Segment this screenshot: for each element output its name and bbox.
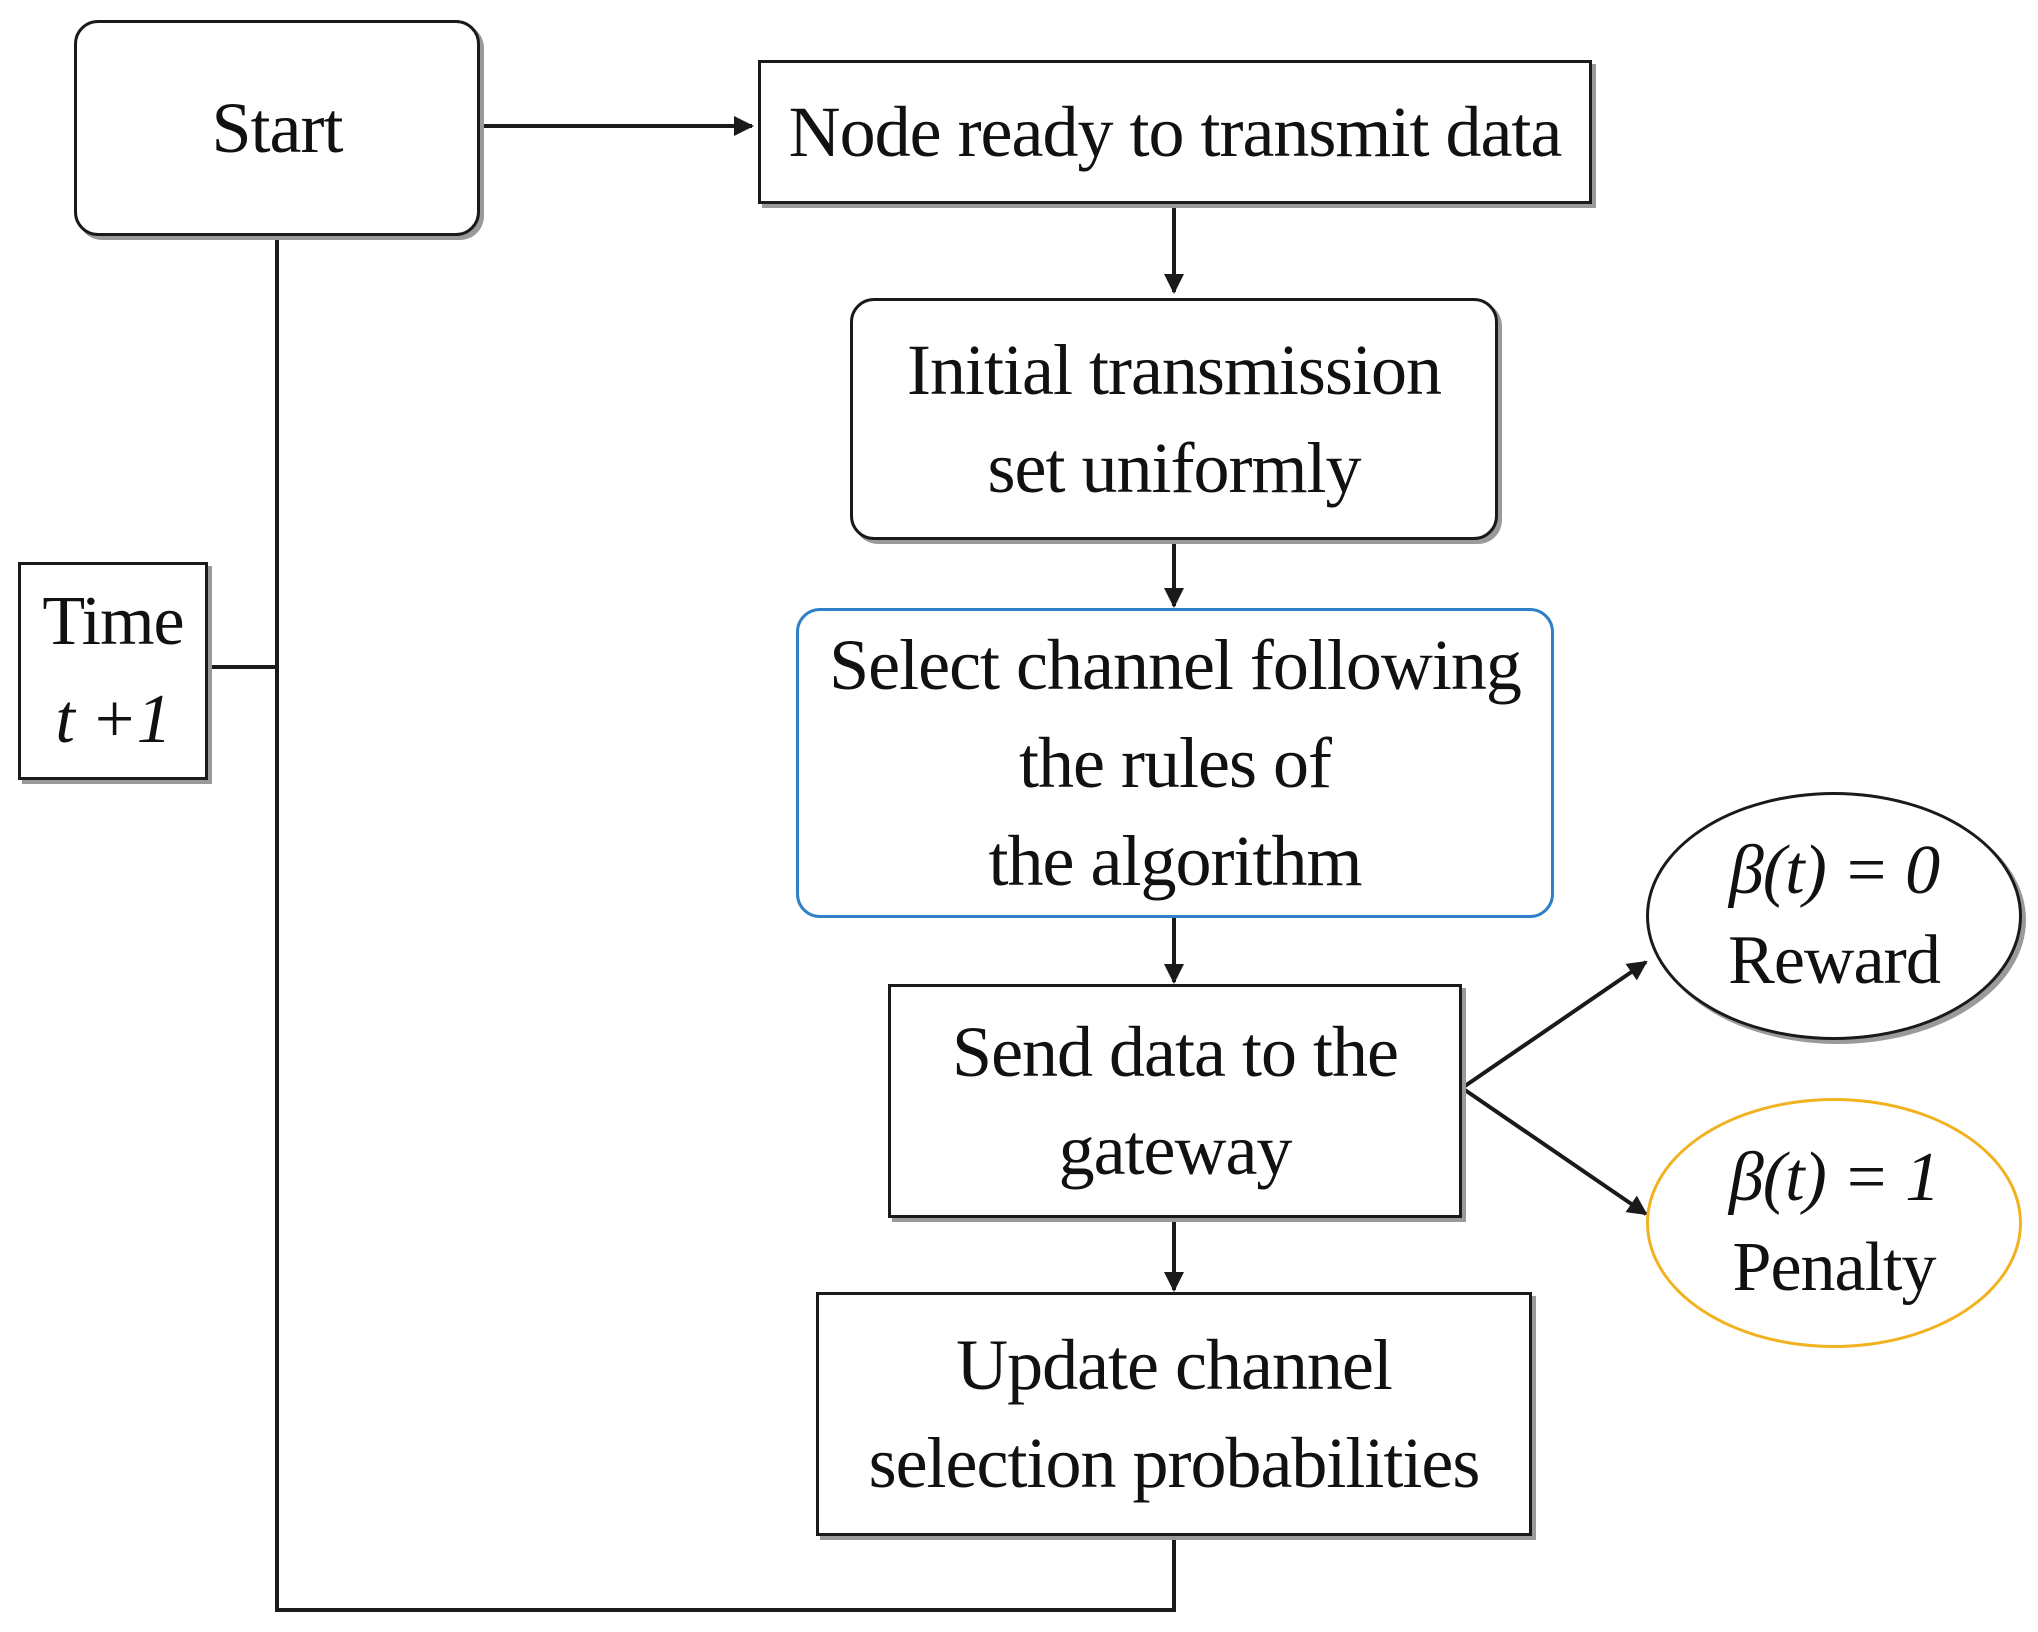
penalty-label: Penalty [1732, 1229, 1937, 1306]
start-label: Start [211, 88, 344, 168]
arrow-send-to-penalty [1460, 1086, 1648, 1216]
feedback-loop-line [275, 236, 1176, 1612]
initial-transmission-line-2: set uniformly [987, 428, 1362, 508]
node-ready-label: Node ready to transmit data [788, 92, 1563, 172]
select-channel-line-2: the rules of [1019, 723, 1332, 803]
initial-transmission-node: Initial transmission set uniformly [850, 298, 1498, 540]
arrow-send-to-reward [1460, 960, 1648, 1090]
reward-ellipse: β(t) = 0 Reward [1646, 792, 2022, 1040]
send-data-line-2: gateway [1058, 1110, 1293, 1190]
send-data-line-1: Send data to the [952, 1012, 1399, 1092]
select-channel-line-3: the algorithm [988, 821, 1363, 901]
select-channel-line-1: Select channel following [829, 625, 1522, 705]
reward-formula: β(t) = 0 [1728, 832, 1940, 909]
time-label: Time [42, 583, 184, 660]
node-ready-box: Node ready to transmit data [758, 60, 1592, 204]
initial-transmission-line-1: Initial transmission [907, 330, 1442, 410]
penalty-formula: β(t) = 1 [1728, 1139, 1940, 1216]
send-data-box: Send data to the gateway [888, 984, 1462, 1218]
penalty-ellipse: β(t) = 1 Penalty [1646, 1098, 2022, 1348]
time-increment-label: t +1 [55, 681, 171, 758]
start-node: Start [74, 20, 480, 236]
select-channel-node: Select channel following the rules of th… [796, 608, 1554, 918]
reward-label: Reward [1728, 922, 1941, 999]
update-line-2: selection probabilities [868, 1423, 1481, 1503]
update-probabilities-box: Update channel selection probabilities [816, 1292, 1532, 1536]
time-step-box: Time t +1 [18, 562, 208, 780]
update-line-1: Update channel [956, 1325, 1393, 1405]
